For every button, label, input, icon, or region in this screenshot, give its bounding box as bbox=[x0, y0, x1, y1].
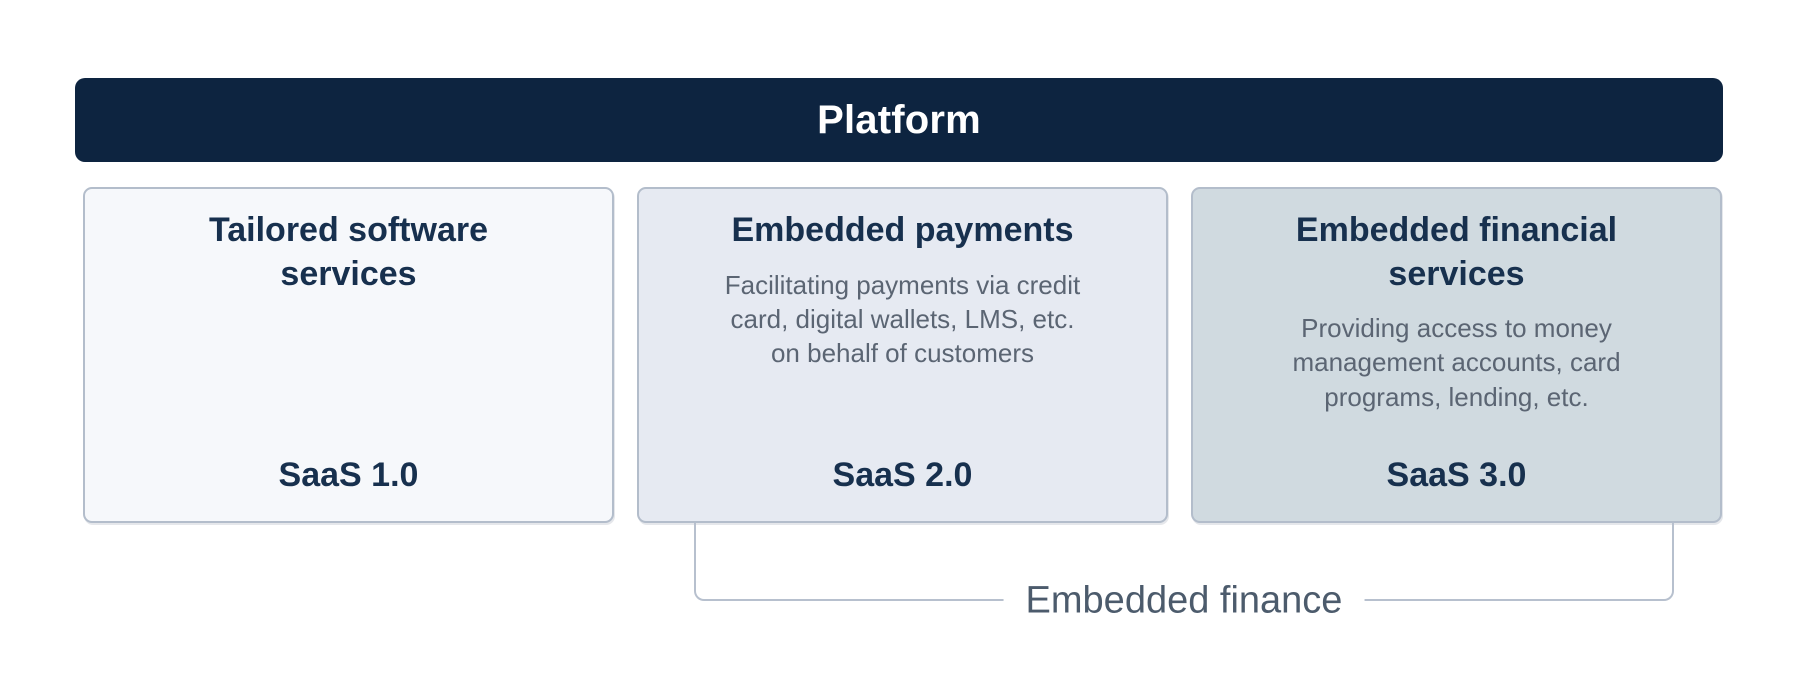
saas-version-badge: SaaS 1.0 bbox=[278, 456, 419, 494]
card-title: Tailored software services bbox=[209, 211, 488, 293]
card-title: Embedded financial services bbox=[1295, 211, 1618, 293]
card-description: Providing access to money management acc… bbox=[1292, 313, 1621, 412]
card-embedded-payments: Embedded payments Facilitating payments … bbox=[637, 187, 1168, 523]
platform-header-bar: Platform bbox=[75, 78, 1723, 162]
embedded-finance-label: Embedded finance bbox=[1003, 579, 1365, 623]
saas-version-badge: SaaS 3.0 bbox=[1386, 456, 1527, 494]
saas-cards-row: Tailored software services SaaS 1.0 Embe… bbox=[83, 187, 1722, 523]
card-tailored-software-services: Tailored software services SaaS 1.0 bbox=[83, 187, 614, 523]
platform-header-label: Platform bbox=[817, 97, 981, 142]
card-description: Facilitating payments via credit card, d… bbox=[724, 269, 1081, 369]
card-title: Embedded payments bbox=[731, 211, 1074, 249]
saas-version-badge: SaaS 2.0 bbox=[832, 456, 973, 494]
embedded-finance-bracket: Embedded finance bbox=[694, 523, 1674, 623]
card-embedded-financial-services: Embedded financial services Providing ac… bbox=[1191, 187, 1722, 523]
